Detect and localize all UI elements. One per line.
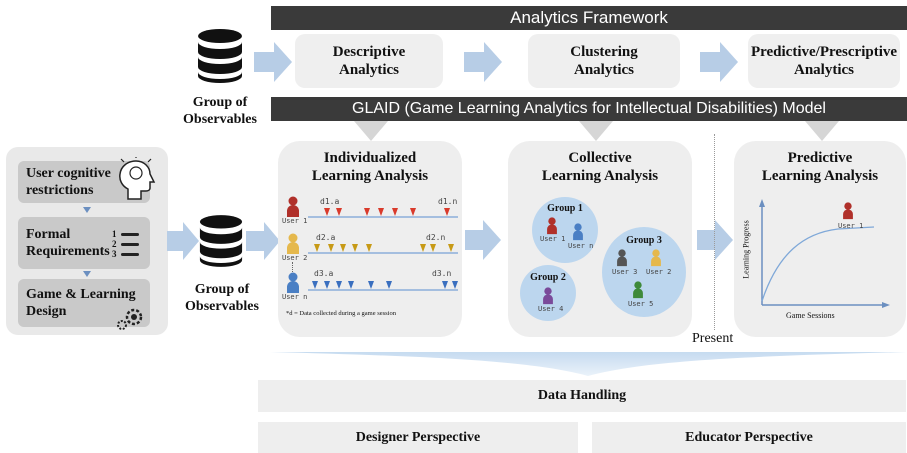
arrow-down-icon <box>83 207 91 213</box>
user-avatar-icon <box>543 287 553 305</box>
predictive-title: Predictive Learning Analysis <box>761 150 879 184</box>
session-start-label: d1.a <box>320 197 340 206</box>
input-formal-requirements: Formal Requirements 1 2 3 <box>18 217 150 269</box>
arrow-right-icon <box>167 222 199 260</box>
chart-x-label: Game Sessions <box>786 311 835 320</box>
collective-title: Collective Learning Analysis <box>541 150 659 184</box>
user-avatar-icon <box>547 217 557 235</box>
arrow-right-icon <box>246 222 280 260</box>
stage-predictive-analytics: Predictive/Prescriptive Analytics <box>748 34 900 88</box>
user-label: User 3 <box>612 268 638 276</box>
stage-descriptive-analytics: Descriptive Analytics <box>295 34 443 88</box>
observables-top-label: Group of Observables <box>183 95 257 127</box>
numbered-list-icon: 1 2 3 <box>112 229 142 259</box>
user-label: User n <box>282 293 308 301</box>
user-avatar-icon <box>287 196 299 217</box>
session-timeline <box>308 208 458 218</box>
predictive-panel: Predictive Learning Analysis Learning Pr… <box>734 141 906 337</box>
user-label: User 1 <box>540 235 566 243</box>
gears-icon <box>117 308 143 330</box>
head-brain-icon <box>119 157 156 200</box>
user-avatar-icon <box>287 272 299 293</box>
input-label: User cognitive restrictions <box>26 166 111 198</box>
present-divider <box>714 134 715 330</box>
funnel-shape <box>270 352 906 376</box>
session-end-label: d1.n <box>438 197 458 206</box>
arrow-right-icon <box>697 220 733 260</box>
user-label: User 4 <box>538 305 564 313</box>
designer-perspective-label: Designer Perspective <box>355 429 481 445</box>
connector-triangle-icon <box>579 121 613 141</box>
session-timeline <box>308 244 458 254</box>
data-handling-label: Data Handling <box>537 388 627 403</box>
connector-triangle-icon <box>354 121 388 141</box>
connector-triangle-icon <box>805 121 839 141</box>
session-end-label: d2.n <box>426 233 446 242</box>
user-label: User n <box>568 242 594 250</box>
group-label: Group 3 <box>626 235 662 246</box>
user-avatar-icon <box>287 233 299 254</box>
cluster-group-1: Group 1 User 1 User n <box>532 197 598 263</box>
user-label: User 2 <box>282 254 308 262</box>
educator-perspective-bar: Educator Perspective <box>592 422 906 453</box>
session-start-label: d3.a <box>314 269 334 278</box>
group-label: Group 1 <box>547 203 583 214</box>
individualized-title: Individualized Learning Analysis <box>311 150 429 184</box>
session-start-label: d2.a <box>316 233 336 242</box>
input-user-cognitive-restrictions: User cognitive restrictions <box>18 157 156 203</box>
arrow-right-icon <box>464 42 502 82</box>
glaid-model-title: GLAID (Game Learning Analytics for Intel… <box>352 100 826 117</box>
user-label: User 1 <box>838 222 864 230</box>
user-label: User 1 <box>282 217 308 225</box>
educator-perspective-label: Educator Perspective <box>685 429 813 445</box>
individualized-panel: Individualized Learning Analysis User 1 … <box>278 141 462 337</box>
input-game-learning-design: Game & Learning Design <box>18 279 150 330</box>
input-label: Game & Learning Design <box>26 287 136 319</box>
designer-perspective-bar: Designer Perspective <box>258 422 578 453</box>
chart-y-label: Learning Progress <box>741 220 751 279</box>
observables-mid-label: Group of Observables <box>185 282 259 314</box>
session-timeline <box>308 281 458 291</box>
user-avatar-icon <box>651 249 661 267</box>
data-handling-bar: Data Handling <box>258 380 906 412</box>
collective-panel: Collective Learning Analysis Group 1 Use… <box>508 141 692 337</box>
arrow-down-icon <box>83 271 91 277</box>
ellipsis-divider <box>292 262 293 272</box>
glaid-model-bar: GLAID (Game Learning Analytics for Intel… <box>271 97 907 121</box>
inputs-panel: User cognitive restrictions Formal Requi… <box>6 147 168 335</box>
group-label: Group 2 <box>530 272 566 283</box>
database-icon <box>199 215 243 267</box>
input-label: Formal Requirements <box>26 227 110 259</box>
stage-clustering-analytics: Clustering Analytics <box>528 34 680 88</box>
database-icon <box>198 29 242 83</box>
analytics-framework-title: Analytics Framework <box>510 8 668 27</box>
arrow-right-icon <box>700 42 738 82</box>
user-label: User 5 <box>628 300 654 308</box>
arrow-right-icon <box>465 220 501 260</box>
footnote: *d = Data collected during a game sessio… <box>286 310 396 317</box>
analytics-framework-bar: Analytics Framework <box>271 6 907 30</box>
user-label: User 2 <box>646 268 672 276</box>
session-end-label: d3.n <box>432 269 452 278</box>
arrow-right-icon <box>254 42 292 82</box>
user-avatar-icon <box>573 223 583 241</box>
user-avatar-icon <box>617 249 627 267</box>
progress-chart <box>759 199 890 308</box>
cluster-group-3: Group 3 User 3 User 2 User 5 <box>602 227 686 317</box>
user-avatar-icon <box>843 202 853 220</box>
user-avatar-icon <box>633 281 643 299</box>
present-label: Present <box>692 331 734 346</box>
cluster-group-2: Group 2 User 4 <box>520 265 576 321</box>
